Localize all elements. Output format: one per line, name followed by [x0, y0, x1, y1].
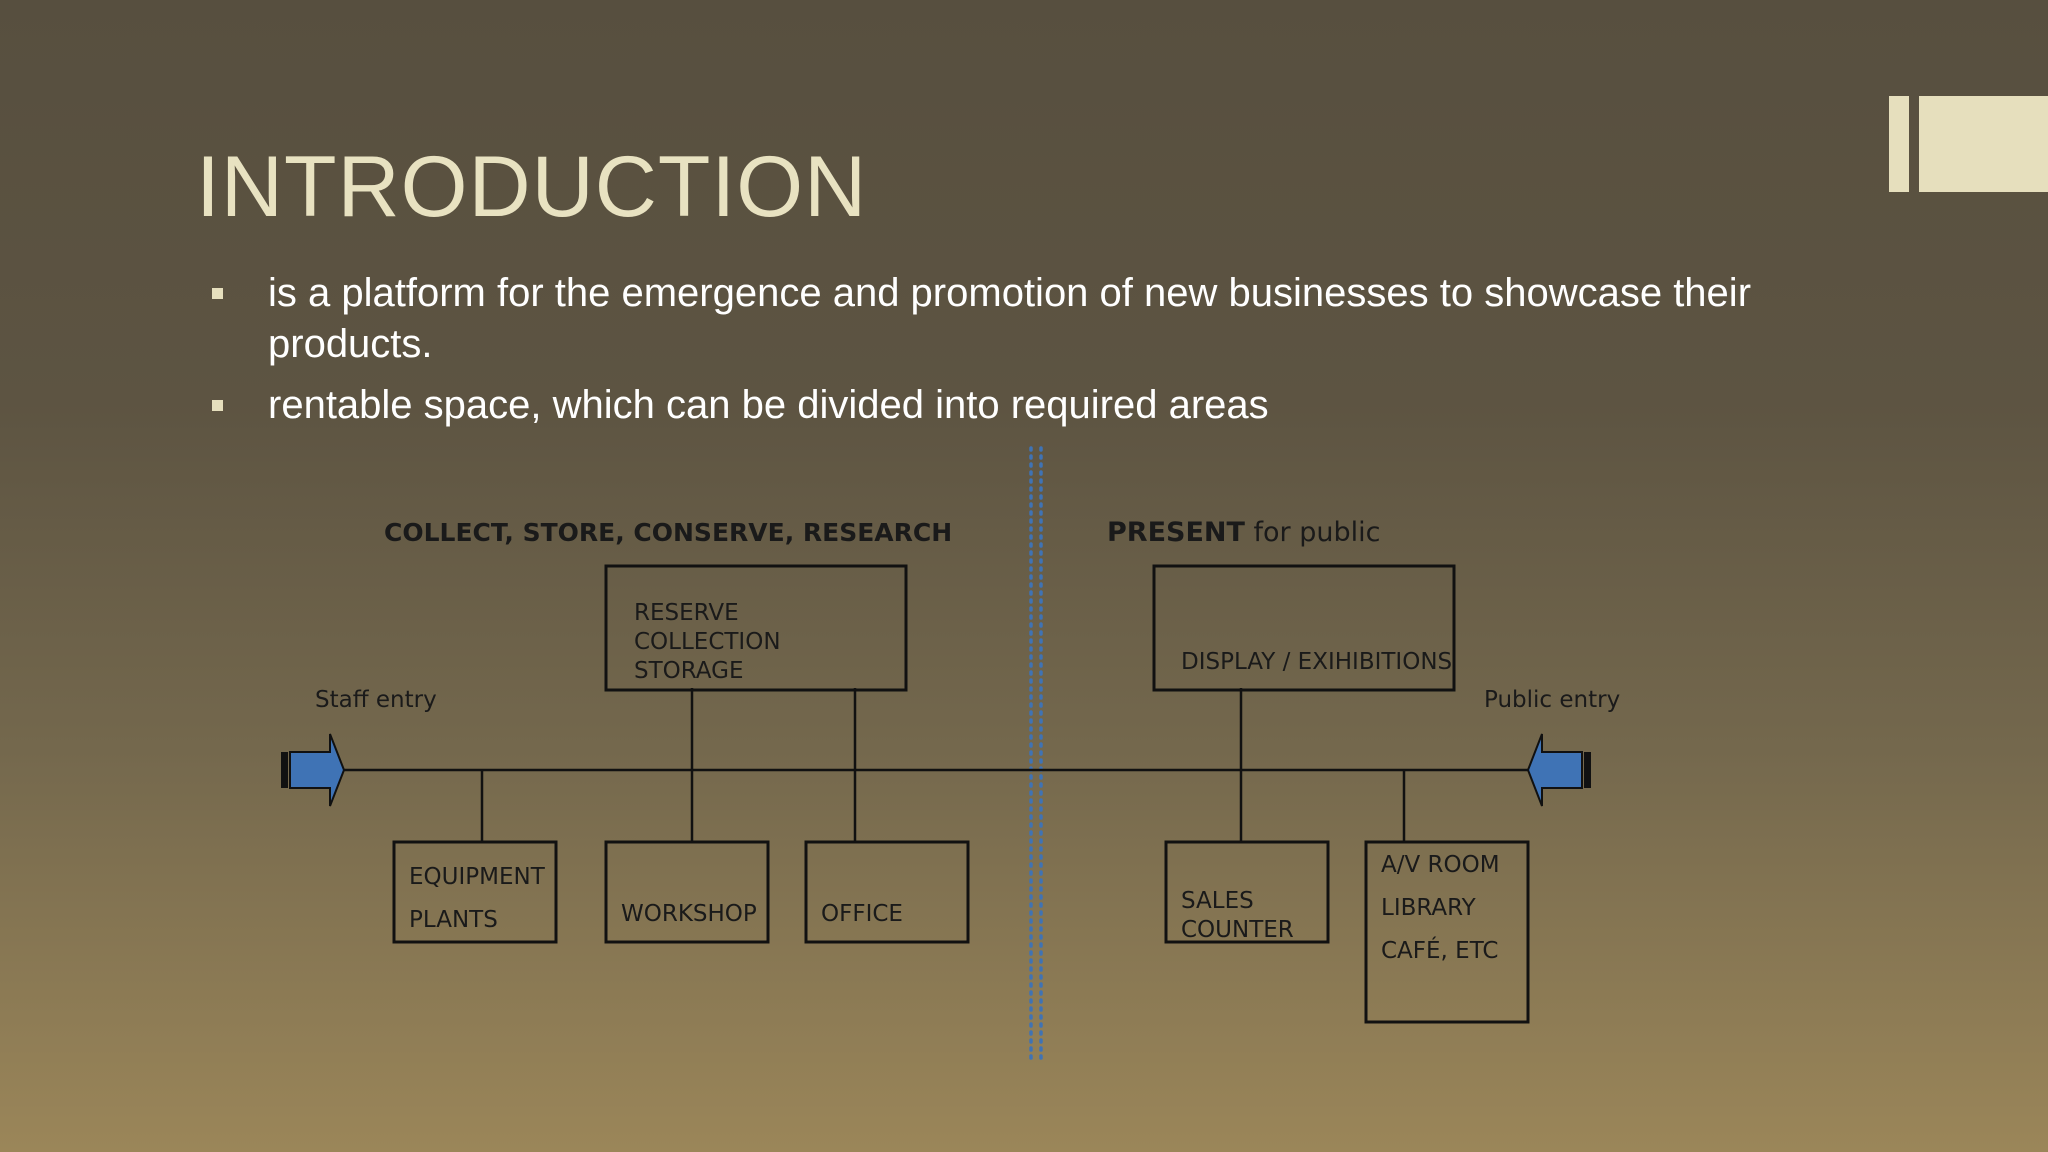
- av-library-cafe-box: A/V ROOM LIBRARY CAFÉ, ETC: [1364, 840, 1530, 1024]
- box-label: RESERVE: [634, 600, 739, 626]
- box-label: SALES: [1181, 888, 1254, 914]
- box-label: LIBRARY: [1381, 895, 1477, 921]
- slide-title: INTRODUCTION: [196, 139, 868, 235]
- box-label: CAFÉ, ETC: [1381, 936, 1498, 964]
- bullet-list: is a platform for the emergence and prom…: [212, 268, 1812, 441]
- right-heading-bold: PRESENT: [1107, 517, 1246, 548]
- reserve-storage-box: RESERVE COLLECTION STORAGE: [604, 564, 908, 692]
- staff-entry-label: Staff entry: [315, 687, 437, 713]
- box-label: COLLECTION: [634, 629, 781, 655]
- box-label: DISPLAY / EXIHIBITIONS: [1181, 649, 1452, 675]
- staff-entry-arrow-icon: [281, 733, 346, 807]
- bullet-text: rentable space, which can be divided int…: [268, 383, 1269, 427]
- accent-bar-wide: [1919, 96, 2048, 192]
- sales-counter-box: SALES COUNTER: [1164, 840, 1330, 944]
- center-divider: [1029, 446, 1043, 1060]
- box-label: A/V ROOM: [1381, 852, 1500, 878]
- public-entry-label: Public entry: [1484, 687, 1620, 713]
- workshop-box: WORKSHOP: [604, 840, 770, 944]
- public-entry-arrow-icon: [1526, 733, 1591, 807]
- box-label: WORKSHOP: [621, 901, 757, 927]
- right-heading-rest: for public: [1245, 517, 1381, 548]
- box-label: OFFICE: [821, 901, 903, 927]
- bullet-text: is a platform for the emergence and prom…: [268, 271, 1752, 366]
- office-box: OFFICE: [804, 840, 970, 944]
- bullet-item: is a platform for the emergence and prom…: [212, 268, 1812, 370]
- left-heading: COLLECT, STORE, CONSERVE, RESEARCH: [384, 518, 952, 547]
- bullet-item: rentable space, which can be divided int…: [212, 380, 1812, 431]
- box-label: EQUIPMENT: [409, 864, 546, 890]
- equipment-plants-box: EQUIPMENT PLANTS: [392, 840, 558, 944]
- bullet-square-icon: [212, 288, 223, 299]
- bullet-square-icon: [212, 400, 223, 411]
- box-label: PLANTS: [409, 907, 498, 933]
- display-exhibitions-box: DISPLAY / EXIHIBITIONS: [1152, 564, 1456, 692]
- accent-bar-thin: [1889, 96, 1909, 192]
- box-label: COUNTER: [1181, 917, 1294, 943]
- box-label: STORAGE: [634, 658, 744, 684]
- right-heading: PRESENT for public: [1107, 517, 1380, 548]
